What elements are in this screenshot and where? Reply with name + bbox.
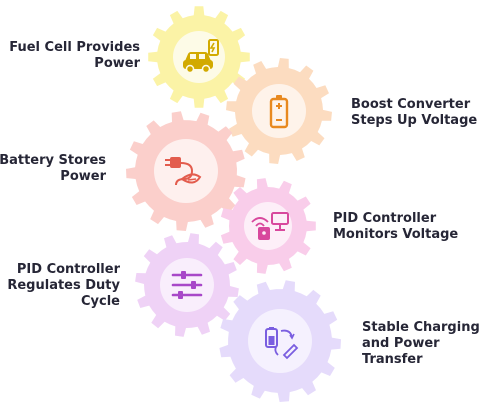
battery-exchange-icon (265, 327, 299, 360)
step-3-label: Battery Stores Power (0, 153, 106, 184)
gear-pid-monitor (220, 178, 316, 274)
remote-monitor-icon (251, 212, 289, 240)
gear-hub (154, 139, 218, 203)
car-charging-icon (183, 39, 219, 74)
gear-stable-charging (219, 280, 341, 402)
step-1-label: Fuel Cell Provides Power (9, 40, 140, 71)
plug-leaf-icon (165, 157, 202, 186)
step-2-label: Boost Converter Steps Up Voltage (351, 97, 478, 128)
step-6-label: Stable Charging and Power Transfer (362, 320, 480, 367)
gear-battery (126, 111, 246, 231)
gear-boost-converter (226, 58, 332, 164)
gear-hub (248, 309, 312, 373)
step-4-label: PID Controller Monitors Voltage (333, 211, 459, 242)
battery-icon (269, 95, 289, 129)
sliders-icon (171, 271, 203, 299)
gear-hub (244, 202, 292, 250)
gear-hub (252, 84, 306, 138)
step-5-label: PID Controller Regulates Duty Cycle (7, 262, 120, 309)
